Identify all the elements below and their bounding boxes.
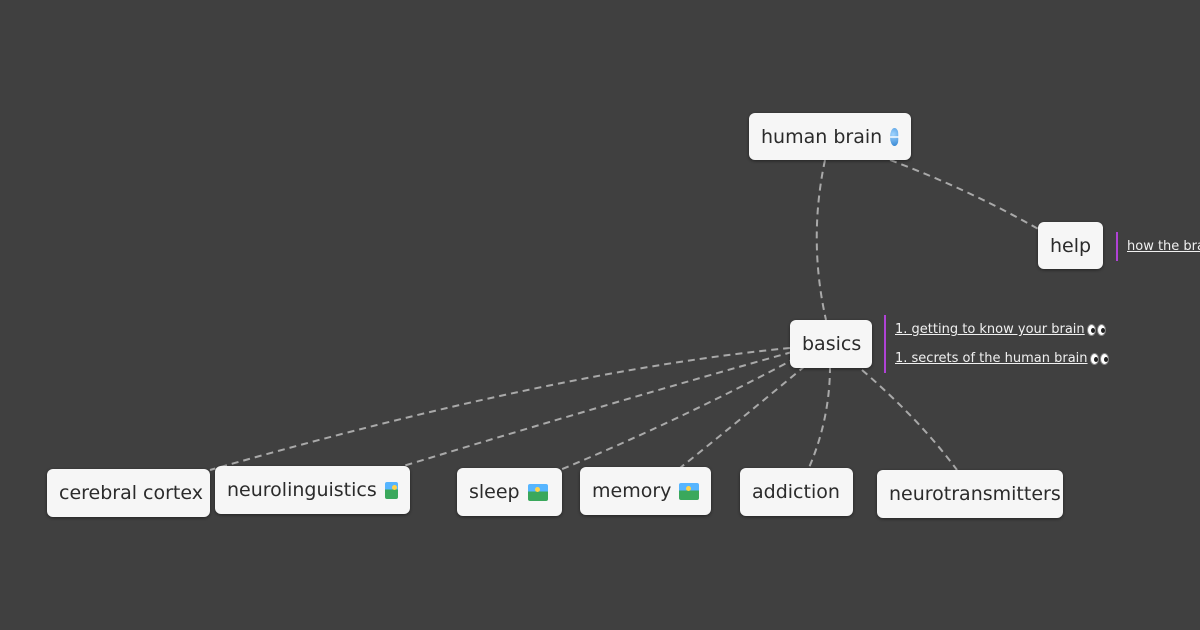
node-help[interactable]: help [1038,222,1103,269]
node-human-brain[interactable]: human brain [749,113,911,160]
edge-basics-sleep [559,357,797,471]
node-label: human brain [761,125,883,148]
help-notes: how the bra [1116,232,1200,261]
edge-root-basics [815,159,827,321]
edge-basics-neurolinguistics [399,351,793,468]
node-memory[interactable]: memory [580,467,711,515]
note-link[interactable]: how the bra [1127,239,1200,254]
map-icon [384,481,398,499]
node-neurotransmitters[interactable]: neurotransmitters [877,470,1063,518]
edge-basics-addiction [807,365,831,471]
node-label: sleep [469,481,520,503]
map-icon [679,482,699,500]
node-label: cerebral cortex [59,482,203,504]
edge-root-help [889,159,1041,231]
node-label: memory [592,480,672,502]
edge-basics-memory [679,365,806,469]
note-link[interactable]: 1. getting to know your brain [895,315,1110,344]
eyes-icon [1086,323,1107,336]
basics-notes: 1. getting to know your brain 1. secrets… [884,315,1110,373]
node-label: help [1050,234,1092,257]
edge-basics-cortex [209,347,791,471]
node-sleep[interactable]: sleep [457,468,562,516]
node-label: addiction [752,481,840,503]
note-link[interactable]: 1. secrets of the human brain [895,344,1110,373]
node-label: basics [802,333,862,355]
node-addiction[interactable]: addiction [740,468,853,516]
node-cerebral-cortex[interactable]: cerebral cortex [47,469,210,517]
edge-basics-neurotransmitters [861,369,958,471]
eyes-icon [1089,352,1110,365]
node-basics[interactable]: basics [790,320,872,368]
node-label: neurotransmitters [889,483,1061,505]
node-label: neurolinguistics [227,479,377,501]
node-neurolinguistics[interactable]: neurolinguistics [215,466,410,514]
map-icon [527,483,548,501]
globe-icon [890,127,899,146]
